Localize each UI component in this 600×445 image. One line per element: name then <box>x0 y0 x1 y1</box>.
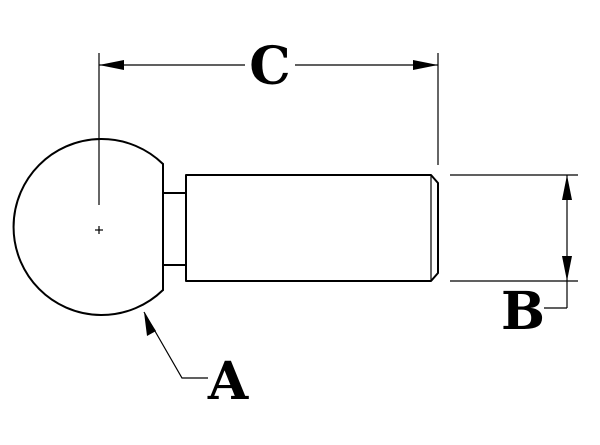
leader-a <box>143 311 208 379</box>
arrowhead-b-bottom <box>562 256 572 281</box>
arrowhead-c-right <box>413 60 438 70</box>
ball-head <box>12 138 164 316</box>
label-c: C <box>249 36 290 97</box>
arrowhead-b-top <box>562 175 572 200</box>
arrowhead-c-left <box>99 60 124 70</box>
label-a: A <box>207 351 249 412</box>
threaded-shank <box>185 174 439 282</box>
label-b: B <box>501 281 545 342</box>
arrowhead-a <box>144 312 156 336</box>
